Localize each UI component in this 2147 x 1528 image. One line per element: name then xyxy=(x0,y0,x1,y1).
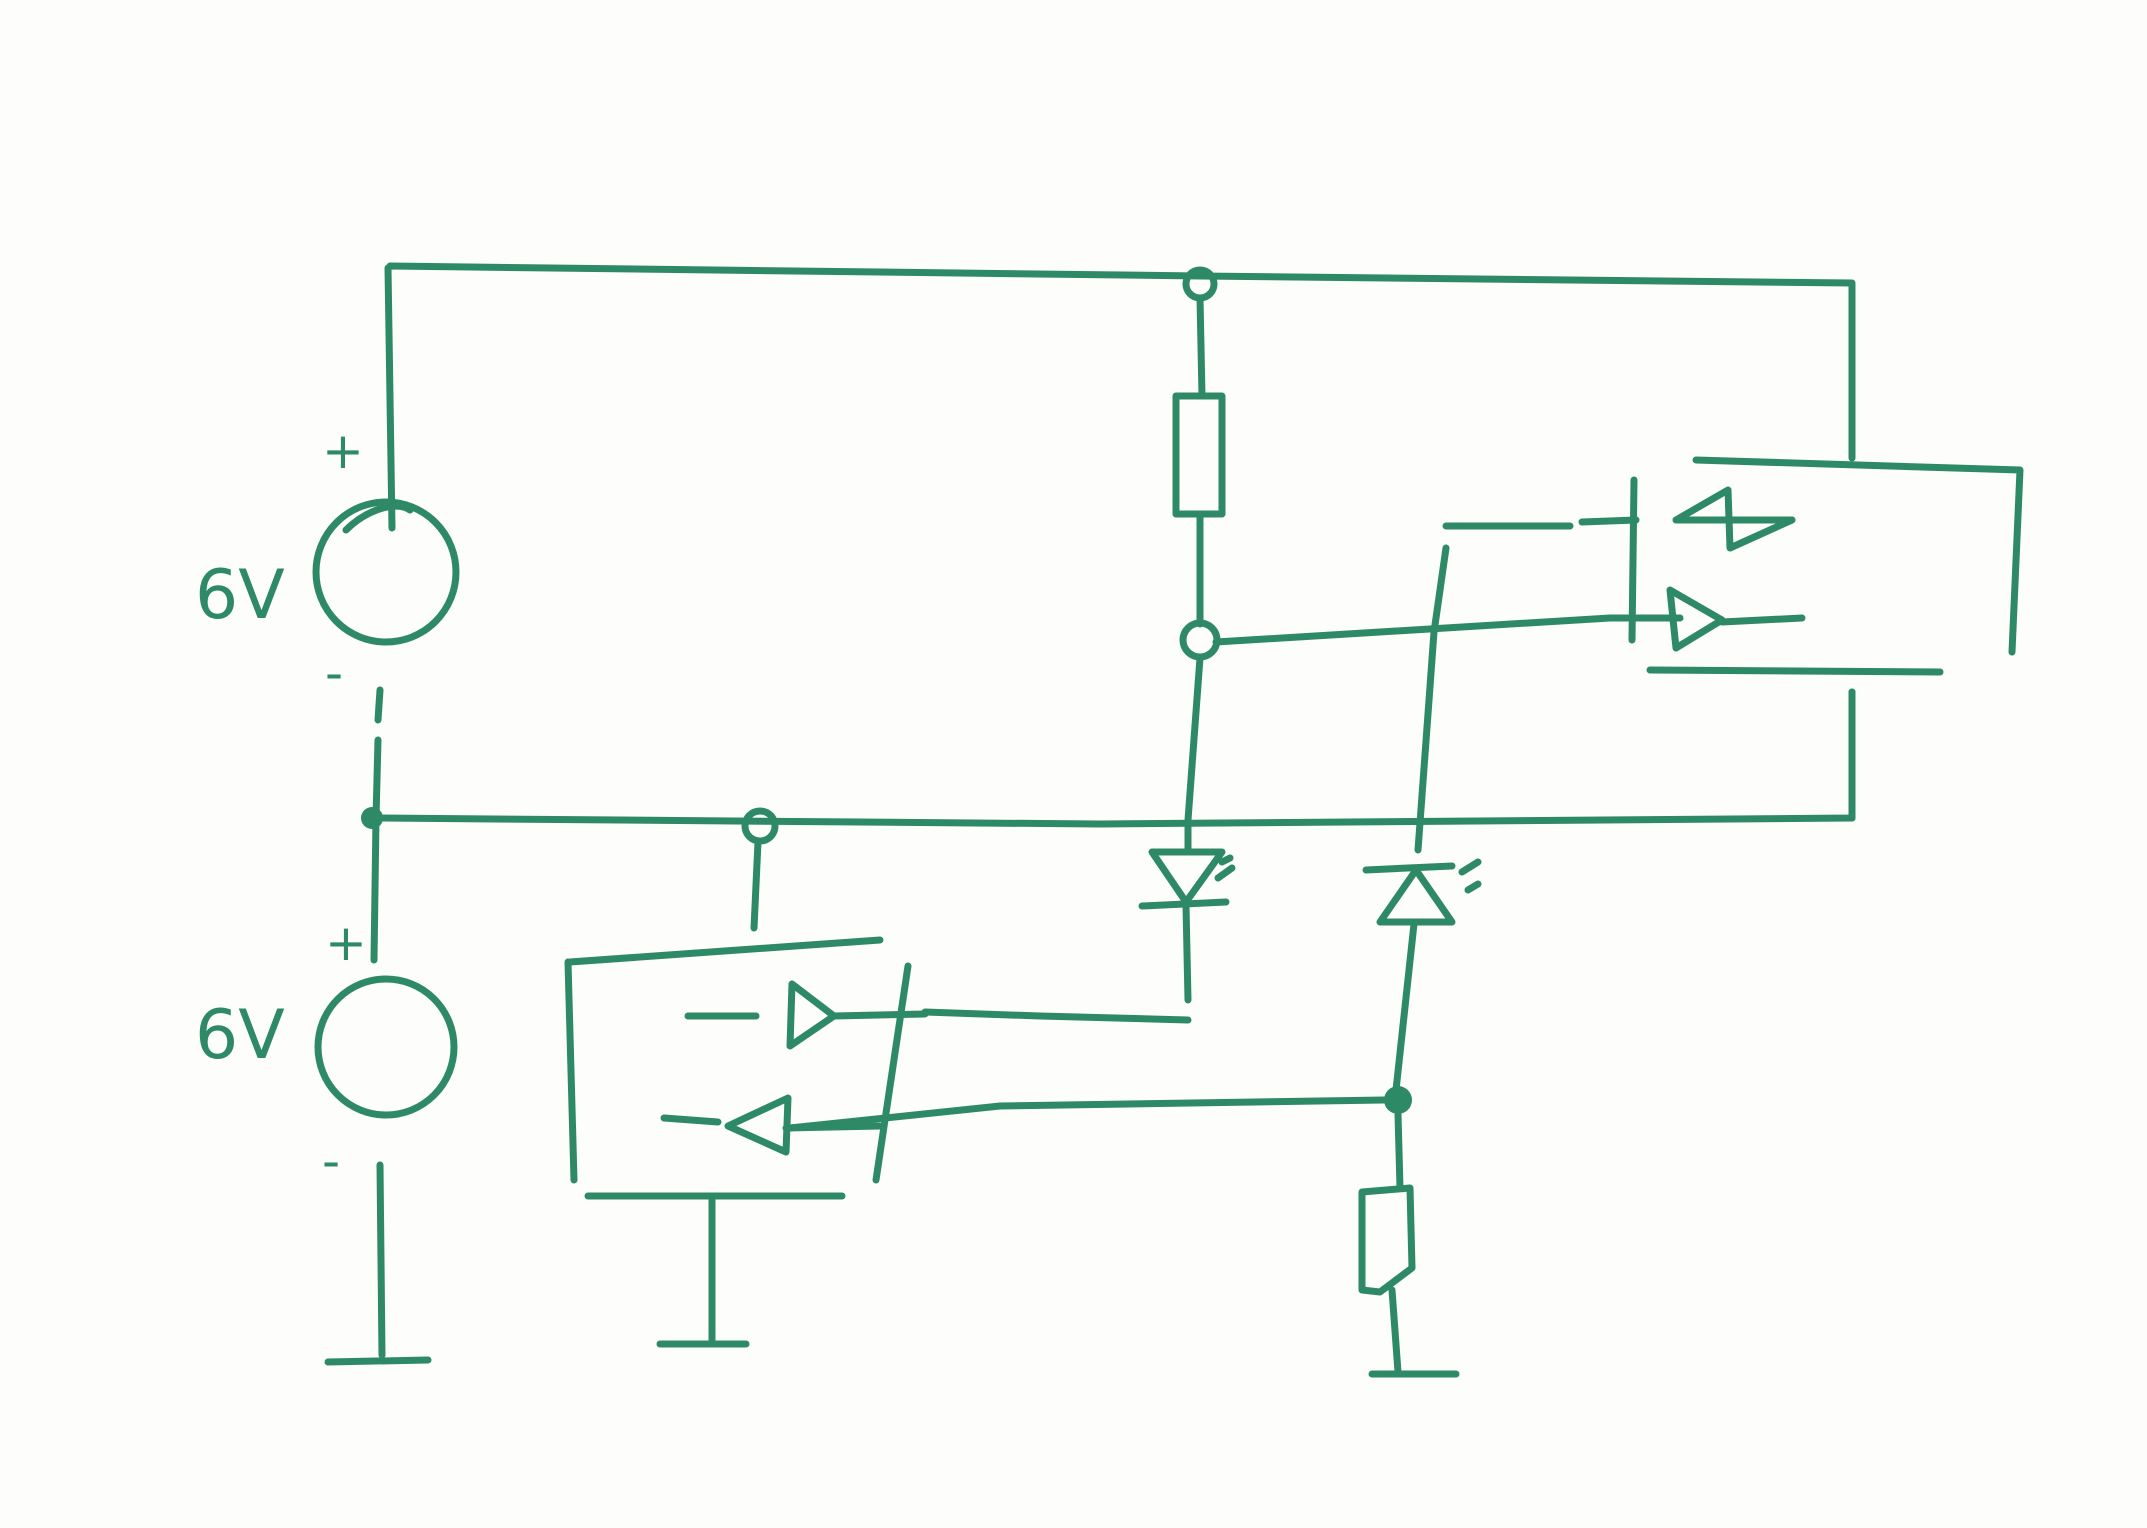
buffer-block-bottom-icon xyxy=(564,936,929,1200)
wire-resistor-to-ground xyxy=(1388,1286,1402,1376)
wire-led-right-down xyxy=(1392,920,1418,1094)
wire-node-to-resistor xyxy=(1394,1110,1404,1192)
wire-node-to-bottom-block-in xyxy=(786,1096,1388,1132)
source-top-minus-label: - xyxy=(325,644,343,702)
wire-led-middle-down xyxy=(1182,902,1192,1004)
resistor-top-icon xyxy=(1172,392,1226,518)
source-bottom-minus-label: - xyxy=(322,1132,340,1190)
junction-dot-right xyxy=(1384,1086,1412,1114)
junction-ring-rail xyxy=(741,807,779,845)
wire-node-to-right-block xyxy=(1212,614,1684,646)
source-bottom-plus-label: + xyxy=(325,914,367,972)
resistor-bottom-icon xyxy=(1358,1184,1416,1296)
wire-source-link xyxy=(370,686,384,964)
wire-to-bottom-block-out xyxy=(921,1008,1192,1024)
voltage-source-bottom-icon xyxy=(314,975,458,1119)
wire-ground-rail xyxy=(370,688,1856,828)
wire-right-branch-top xyxy=(1414,522,1574,854)
voltage-source-top-icon xyxy=(312,498,460,646)
wire-top-to-resistor xyxy=(1196,294,1206,400)
wire-bottom-source-to-ground xyxy=(376,1161,386,1359)
junction-dot-left xyxy=(361,807,383,829)
source-top-plus-label: + xyxy=(322,422,364,480)
wire-rail-to-block xyxy=(750,838,762,932)
source-top-value-label: 6V xyxy=(195,556,285,635)
source-bottom-value-label: 6V xyxy=(195,996,285,1075)
wire-node-down xyxy=(1184,654,1204,854)
ground-left-icon xyxy=(324,1356,432,1366)
led-right-icon xyxy=(1362,858,1482,926)
junction-ring-node xyxy=(1179,619,1221,661)
wire-top-rail xyxy=(384,262,1856,532)
led-middle-icon xyxy=(1138,848,1236,910)
buffer-block-right-icon xyxy=(1578,456,2024,676)
